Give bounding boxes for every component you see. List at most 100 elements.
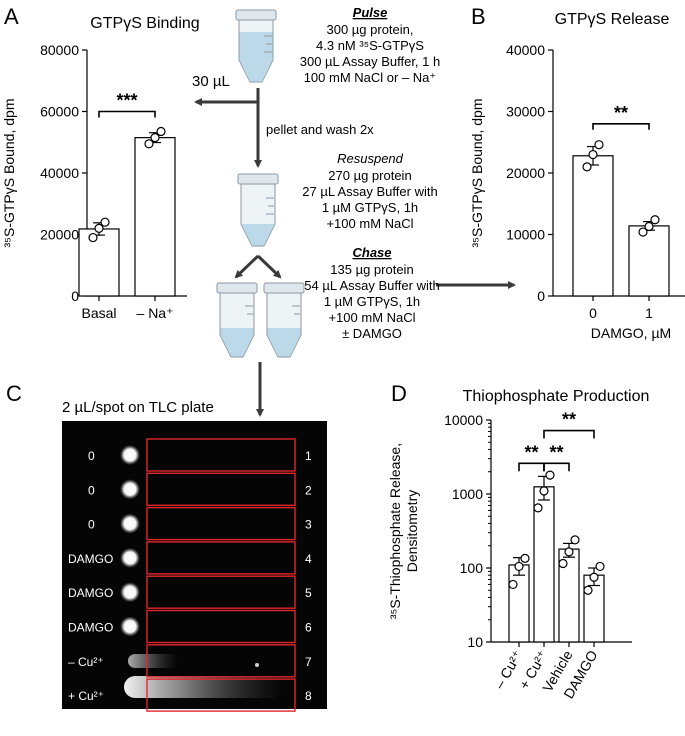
pulse-line-3: 300 µL Assay Buffer, 1 h [300,54,440,69]
tlc-lane-number: 5 [305,586,312,600]
tlc-lane-label: – Cu²⁺ [68,655,104,669]
panel-letter-c: C [6,381,22,406]
y-tick-label: 30000 [506,104,545,120]
tlc-lane-box [146,575,296,609]
tlc-spot [120,616,140,637]
tlc-lane-box [146,438,296,472]
y-tick-label: 10 [467,634,483,650]
data-point [558,558,568,569]
pulse-line-1: 300 µg protein, [327,22,414,37]
protocol-schematic: 30 µL pellet and wash 2x Pulse 300 µg pr… [62,5,516,417]
data-point [570,535,580,545]
bar [78,228,120,297]
chase-line-4: +100 mM NaCl [328,310,415,325]
tlc-lane-number: 6 [305,621,312,635]
data-point [144,139,154,149]
data-point [588,149,598,160]
tlc-lane-number: 3 [305,518,312,532]
tlc-spot [120,479,140,500]
significance-label: ** [524,442,538,462]
chase-title: Chase [352,245,391,260]
tlc-lane-label: + Cu²⁺ [68,689,104,703]
significance-bracket [543,429,595,439]
chart-thiophosphate-production: Thiophosphate Production10100100010000³⁵… [387,388,649,701]
tube-icon [237,173,279,247]
tlc-lane-box [146,541,296,575]
y-axis-label-line: ³⁵S-Thiophosphate Release, [387,443,403,619]
resuspend-line-1: 270 µg protein [328,168,411,183]
x-tick-label: – Na⁺ [137,305,174,321]
data-point [589,572,599,582]
resuspend-line-4: +100 mM NaCl [326,216,413,231]
resuspend-title: Resuspend [337,151,404,166]
y-axis-label: ³⁵S-GTPγS Bound, dpm [1,99,17,248]
resuspend-line-3: 1 µM GTPγS, 1h [322,200,418,215]
x-tick-label: 0 [589,305,597,321]
y-tick-label: 80000 [40,42,79,58]
resuspend-line-2: 27 µL Assay Buffer with [302,184,437,199]
data-point [156,126,166,137]
data-point [644,221,654,232]
y-tick-label: 0 [537,288,545,304]
y-axis-label-line: Densitometry [404,490,420,572]
data-point [150,133,160,143]
data-point [594,140,604,150]
tube-icon [263,282,305,358]
chase-line-1: 135 µg protein [330,262,413,277]
data-point [520,553,530,563]
data-point [638,227,648,237]
tube-icon [235,9,277,83]
tlc-lane-box [146,472,296,506]
data-point [583,585,593,595]
tlc-lane-box [146,506,296,541]
y-tick-label: 100 [460,560,484,576]
tlc-smear-lane-8 [124,676,284,698]
y-tick-label: 60000 [40,104,79,120]
tlc-speck [255,663,259,667]
chart-gtpgs-binding: GTPγS Binding 0 20000 40000 60000 80000 ³⁵S-GT… [1,15,200,321]
y-tick-label: 40000 [40,165,79,181]
bar [134,137,176,297]
data-point [88,232,98,243]
tlc-lane-box [146,678,296,712]
data-point [514,561,524,572]
significance-bracket [98,110,156,118]
y-tick-label: 10000 [506,227,545,243]
aliquot-label: 30 µL [192,73,230,90]
tlc-lane-label: 0 [88,483,95,497]
y-tick-label: 0 [71,288,79,304]
tlc-spot-label: 2 µL/spot on TLC plate [62,399,214,416]
y-tick-label: 20000 [40,227,79,243]
data-point [650,215,660,225]
pulse-line-4: 100 mM NaCl or – Na⁺ [304,70,437,85]
tlc-lane-box [146,644,296,678]
tlc-lane-number: 2 [305,483,312,497]
tlc-lane-label: DAMGO [68,586,113,600]
tlc-plate-background [62,421,327,709]
significance-label: ** [562,410,576,430]
data-point [533,503,543,513]
pulse-line-2: 4.3 nM ³⁵S-GTPγS [316,38,424,53]
chase-line-5: ± DAMGO [342,326,402,341]
data-point [595,561,605,572]
wash-label: pellet and wash 2x [266,122,374,137]
tlc-lane-label: DAMGO [68,621,113,635]
significance-bracket [592,123,650,130]
y-axis-label: ³⁵S-GTPγS Bound, dpm [469,99,485,248]
data-point [564,547,574,557]
significance-bracket [543,462,570,472]
tube-icon [216,282,258,358]
tlc-spot [120,547,140,568]
bar [572,155,614,297]
tlc-lane-number: 7 [305,655,312,669]
significance-label: ** [549,442,563,462]
panel-letter-a: A [4,4,19,29]
chart-title: GTPγS Binding [90,15,199,32]
tlc-lane-box [146,609,296,644]
panel-letter-d: D [391,381,407,406]
tlc-lane-number: 1 [305,449,312,463]
y-tick-label: 20000 [506,165,545,181]
